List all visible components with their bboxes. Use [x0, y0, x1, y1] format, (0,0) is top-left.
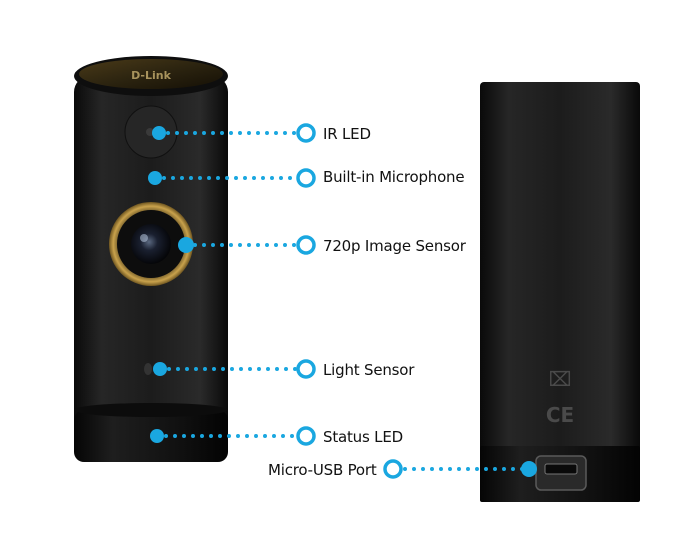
callout-ring-usb-port — [383, 459, 403, 479]
callout-dot-microphone — [148, 171, 162, 185]
callout-ring-status-led — [296, 426, 316, 446]
lens-glint — [140, 234, 148, 242]
label-micro-usb-port: Micro-USB Port — [268, 461, 377, 479]
camera-back-body — [480, 82, 640, 502]
ir-led-dot — [146, 128, 154, 136]
label-image-sensor: 720p Image Sensor — [323, 237, 466, 255]
weee-mark: ⌧ — [548, 367, 571, 391]
ce-mark: CE — [546, 403, 574, 427]
light-sensor-hole — [144, 363, 152, 375]
label-status-led: Status LED — [323, 428, 403, 446]
label-light-sensor: Light Sensor — [323, 361, 415, 379]
camera-top-face — [79, 59, 223, 89]
camera-back: ⌧ CE — [480, 82, 640, 502]
camera-front: D-Link — [74, 56, 228, 462]
callout-ring-light-sensor — [296, 359, 316, 379]
callout-ring-image-sensor — [296, 235, 316, 255]
label-built-in-microphone: Built-in Microphone — [323, 168, 465, 186]
micro-usb-slot — [544, 463, 578, 475]
callout-dot-status-led — [150, 429, 164, 443]
callout-dot-light-sensor — [153, 362, 167, 376]
label-ir-led: IR LED — [323, 125, 371, 143]
callout-dot-image-sensor — [178, 237, 194, 253]
brand-logo: D-Link — [131, 69, 172, 82]
camera-lens — [131, 224, 171, 264]
camera-base-rim — [74, 403, 228, 417]
callout-dot-usb-port — [521, 461, 537, 477]
callout-ring-ir-led — [296, 123, 316, 143]
callout-dot-ir-led — [152, 126, 166, 140]
callout-ring-microphone — [296, 168, 316, 188]
